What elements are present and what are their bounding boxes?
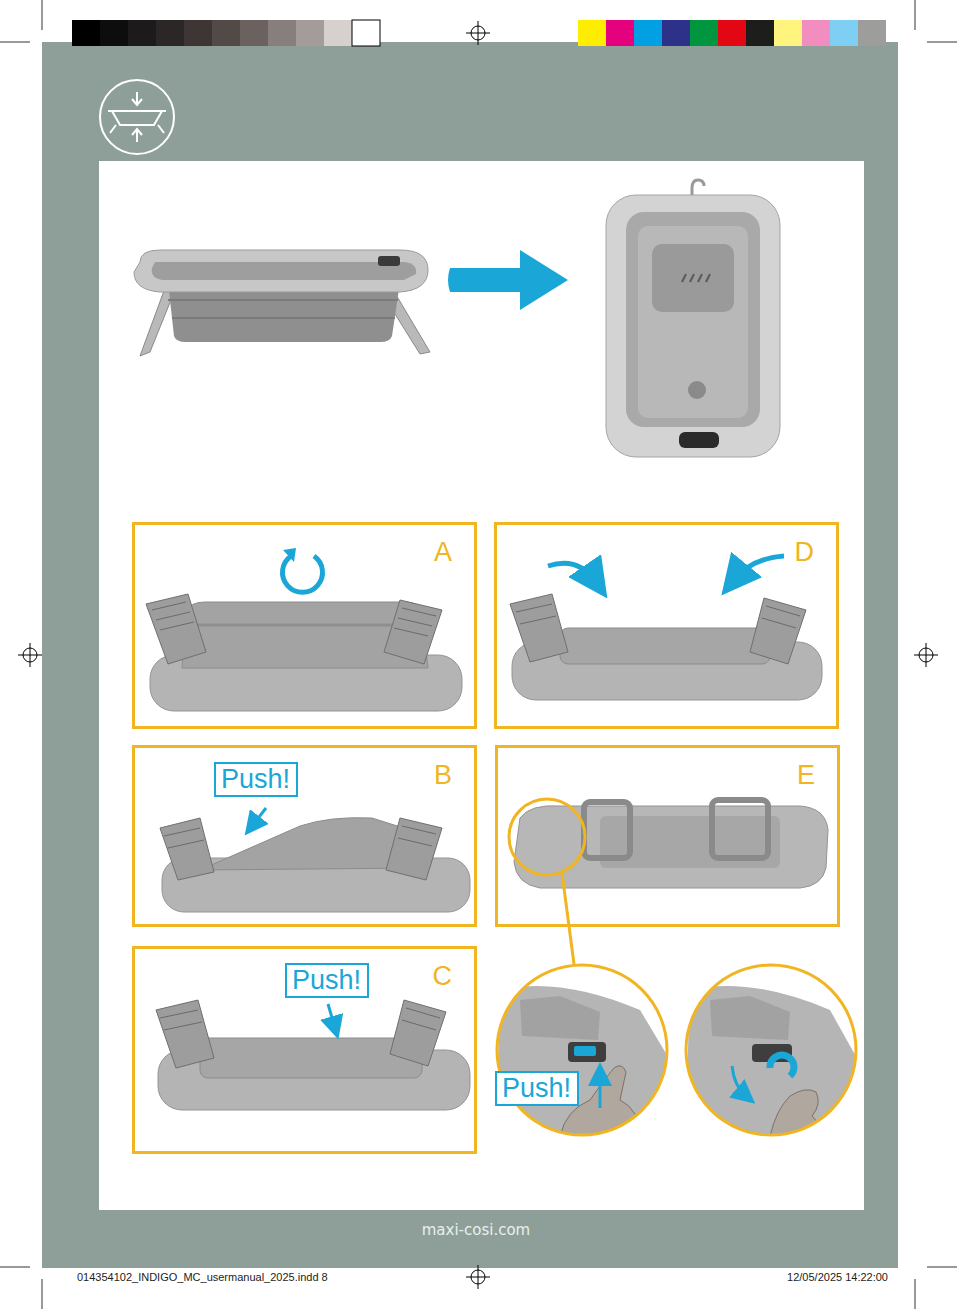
step-letter: E <box>797 762 815 789</box>
direction-arrow <box>448 250 568 310</box>
step-panel: A <box>132 522 477 729</box>
step-letter: B <box>434 762 452 789</box>
detail-left <box>496 964 670 1136</box>
step-panel: D <box>494 522 839 729</box>
step-panel: E <box>495 745 840 927</box>
push-label: Push! <box>287 965 366 996</box>
file-name: 014354102_INDIGO_MC_usermanual_2025.indd… <box>77 1271 397 1283</box>
color-bar <box>72 20 886 46</box>
push-callout: Push! <box>214 762 298 797</box>
step-panel: B Push! <box>132 745 477 927</box>
push-label: Push! <box>497 1073 576 1104</box>
step-panel: C Push! <box>132 946 477 1154</box>
detail-right <box>685 964 858 1136</box>
push-callout: Push! <box>285 963 369 998</box>
content-area <box>99 161 864 1210</box>
fold-icon <box>100 80 174 154</box>
step-letter: A <box>434 539 452 566</box>
page-frame <box>42 42 898 1268</box>
step-letter: C <box>433 963 453 990</box>
step-c-art <box>156 1000 470 1110</box>
open-bathtub <box>134 250 430 356</box>
push-callout: Push! <box>495 1071 579 1106</box>
step-e-art <box>509 799 828 964</box>
registration-marks <box>18 21 938 1289</box>
step-letter: D <box>795 539 815 566</box>
folded-bathtub <box>606 180 780 457</box>
print-date: 12/05/2025 14:22:00 <box>680 1271 888 1283</box>
step-a-art <box>146 548 462 711</box>
website-url: maxi-cosi.com <box>376 1221 576 1239</box>
step-b-art <box>160 808 470 912</box>
push-label: Push! <box>216 764 295 795</box>
step-d-art <box>510 556 822 700</box>
